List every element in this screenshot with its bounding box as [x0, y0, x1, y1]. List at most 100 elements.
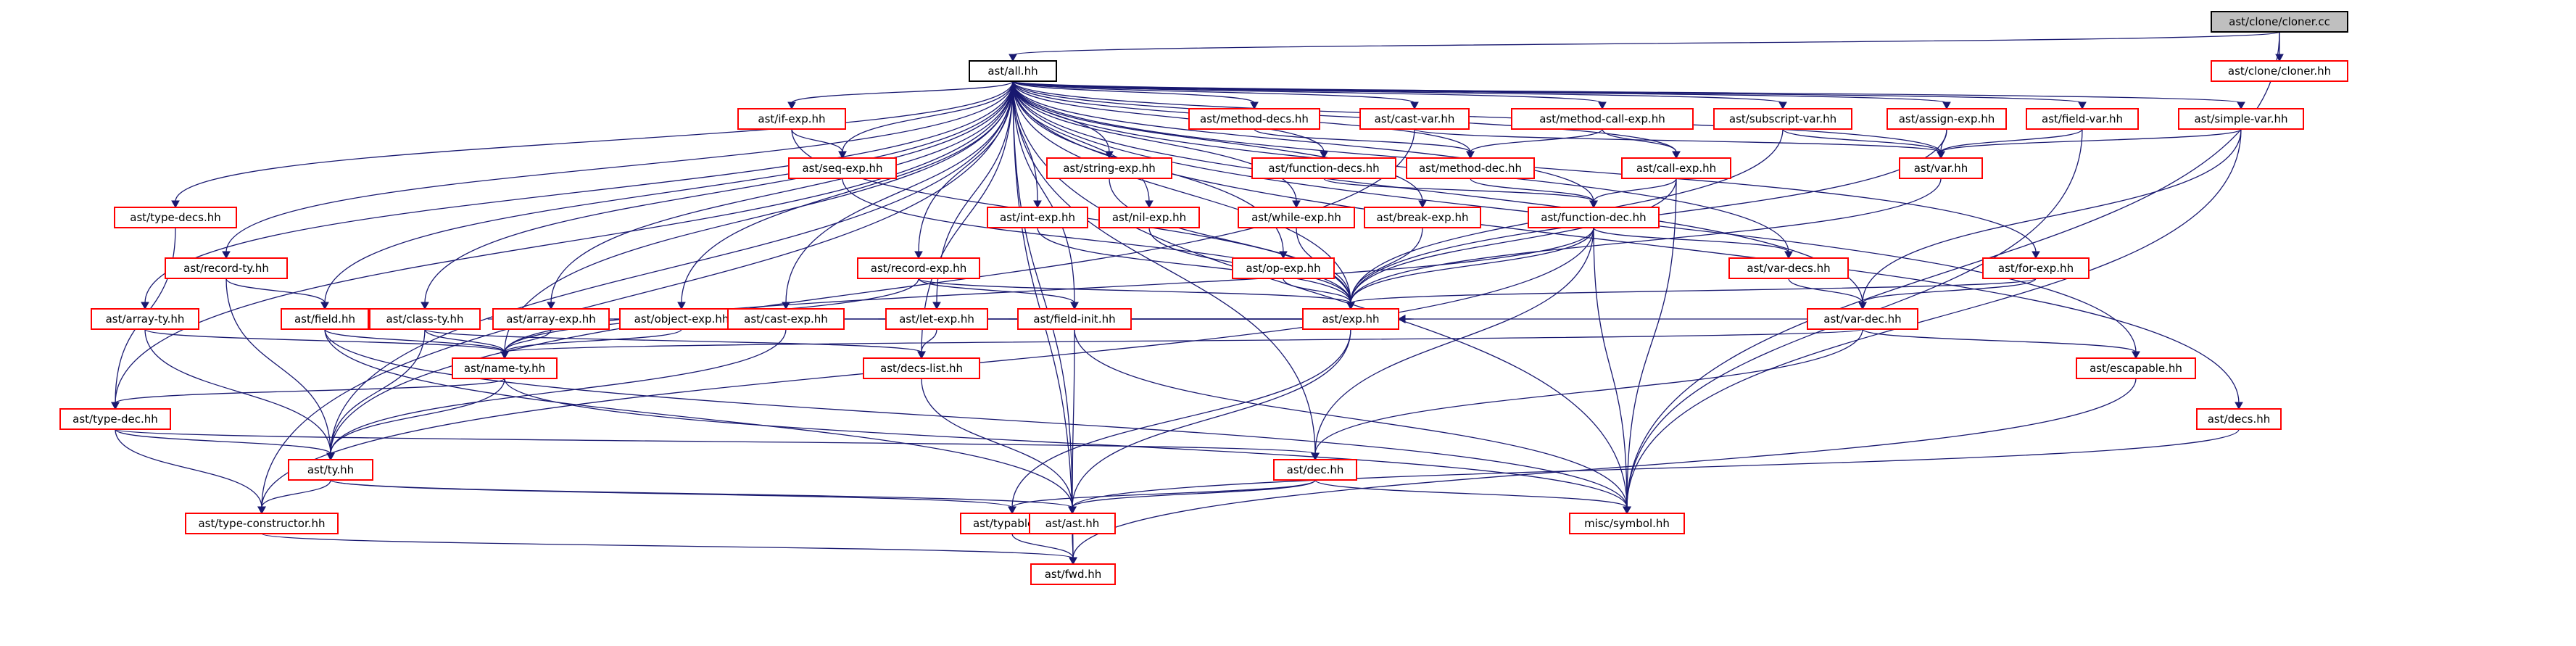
node-typedecs[interactable]: ast/type-decs.hh: [114, 207, 237, 228]
node-label: ast/clone/cloner.cc: [2229, 15, 2330, 28]
node-label: ast/type-constructor.hh: [198, 517, 325, 530]
edge-all-to-typeconstructor: [257, 80, 1014, 515]
node-fieldvar[interactable]: ast/field-var.hh: [2026, 108, 2139, 130]
node-decs[interactable]: ast/decs.hh: [2196, 408, 2282, 430]
node-fwd[interactable]: ast/fwd.hh: [1030, 563, 1116, 585]
edge-all-to-castvar: [1012, 80, 1419, 110]
node-label: misc/symbol.hh: [1584, 517, 1670, 530]
node-var[interactable]: ast/var.hh: [1899, 157, 1983, 179]
node-namety[interactable]: ast/name-ty.hh: [452, 357, 558, 379]
node-label: ast/var-decs.hh: [1747, 262, 1830, 275]
node-assign[interactable]: ast/assign-exp.hh: [1887, 108, 2007, 130]
node-seqexp[interactable]: ast/seq-exp.hh: [788, 157, 897, 179]
edge-root-to-all: [1009, 31, 2280, 62]
node-vardec[interactable]: ast/var-dec.hh: [1807, 308, 1918, 330]
edge-vardec-to-dec: [1311, 328, 1863, 461]
edge-all-to-functiondecs: [1012, 80, 1328, 160]
node-castexp[interactable]: ast/cast-exp.hh: [727, 308, 845, 330]
edge-ifexp-to-seqexp: [791, 128, 847, 160]
node-forexp[interactable]: ast/for-exp.hh: [1982, 257, 2090, 279]
node-castvar[interactable]: ast/cast-var.hh: [1359, 108, 1470, 130]
node-methoddecs[interactable]: ast/method-decs.hh: [1188, 108, 1320, 130]
node-label: ast/field-var.hh: [2042, 112, 2123, 125]
node-label: ast/function-decs.hh: [1268, 162, 1379, 175]
edge-ast-to-fwd: [1069, 533, 1077, 566]
edge-vardec-to-namety: [500, 328, 1863, 360]
node-typedec[interactable]: ast/type-dec.hh: [59, 408, 171, 430]
node-escapable[interactable]: ast/escapable.hh: [2076, 357, 2196, 379]
edge-functiondec-to-vardecs: [1593, 227, 1793, 260]
node-arrayexp[interactable]: ast/array-exp.hh: [492, 308, 610, 330]
node-label: ast/for-exp.hh: [1998, 262, 2074, 275]
node-label: ast/decs.hh: [2208, 413, 2271, 426]
node-label: ast/simple-var.hh: [2194, 112, 2287, 125]
edge-decslist-to-ast: [921, 378, 1077, 515]
node-label: ast/object-exp.hh: [634, 312, 729, 326]
edge-all-to-breakexp: [1012, 80, 1427, 209]
node-opexp[interactable]: ast/op-exp.hh: [1232, 257, 1335, 279]
node-ty[interactable]: ast/ty.hh: [288, 459, 373, 481]
node-label: ast/nil-exp.hh: [1112, 211, 1186, 224]
node-whileexp[interactable]: ast/while-exp.hh: [1238, 207, 1355, 228]
node-label: ast/string-exp.hh: [1063, 162, 1156, 175]
node-letexp[interactable]: ast/let-exp.hh: [885, 308, 988, 330]
node-exp[interactable]: ast/exp.hh: [1302, 308, 1399, 330]
edge-field-to-symbol: [324, 328, 1631, 515]
node-methodcall[interactable]: ast/method-call-exp.hh: [1511, 108, 1694, 130]
node-dec[interactable]: ast/dec.hh: [1273, 459, 1357, 481]
node-nilexp[interactable]: ast/nil-exp.hh: [1098, 207, 1200, 228]
node-subscript[interactable]: ast/subscript-var.hh: [1713, 108, 1852, 130]
edge-all-to-ast: [1012, 80, 1077, 515]
node-decslist[interactable]: ast/decs-list.hh: [863, 357, 980, 379]
node-label: ast/int-exp.hh: [1000, 211, 1075, 224]
edge-forexp-to-exp: [1346, 278, 2037, 310]
node-layer: ast/clone/cloner.cc ast/all.hh ast/clone/c…: [59, 11, 2348, 585]
node-label: ast/method-dec.hh: [1419, 162, 1522, 175]
edge-fieldinit-to-symbol: [1074, 328, 1631, 515]
node-breakexp[interactable]: ast/break-exp.hh: [1364, 207, 1481, 228]
node-label: ast/dec.hh: [1287, 463, 1344, 476]
node-objectexp[interactable]: ast/object-exp.hh: [619, 308, 744, 330]
node-callexp[interactable]: ast/call-exp.hh: [1621, 157, 1731, 179]
node-label: ast/subscript-var.hh: [1729, 112, 1836, 125]
node-label: ast/field.hh: [294, 312, 355, 326]
edge-recordty-to-ty: [225, 278, 335, 461]
edge-typeconstructor-to-fwd: [261, 533, 1077, 566]
edge-all-to-classty: [421, 80, 1014, 310]
node-label: ast/var-dec.hh: [1823, 312, 1901, 326]
edge-fieldinit-to-ast: [1068, 328, 1077, 515]
edge-forexp-to-vardec: [1858, 278, 2037, 310]
node-label: ast/record-exp.hh: [871, 262, 966, 275]
edge-all-to-methodcall: [1012, 80, 1607, 110]
node-methoddec[interactable]: ast/method-dec.hh: [1406, 157, 1535, 179]
node-typeconstructor[interactable]: ast/type-constructor.hh: [185, 513, 339, 534]
node-recordty[interactable]: ast/record-ty.hh: [165, 257, 288, 279]
edge-typedec-to-typeconstructor: [115, 428, 266, 515]
node-ast[interactable]: ast/ast.hh: [1029, 513, 1116, 534]
node-functiondec[interactable]: ast/function-dec.hh: [1528, 207, 1660, 228]
node-symbol[interactable]: misc/symbol.hh: [1569, 513, 1685, 534]
node-cloner[interactable]: ast/clone/cloner.hh: [2211, 60, 2348, 82]
node-all[interactable]: ast/all.hh: [969, 60, 1057, 82]
node-recordexp[interactable]: ast/record-exp.hh: [857, 257, 980, 279]
edge-typedec-to-ty: [115, 428, 335, 461]
node-arrayty[interactable]: ast/array-ty.hh: [91, 308, 199, 330]
edge-dec-to-typable: [1008, 479, 1316, 515]
node-vardecs[interactable]: ast/var-decs.hh: [1728, 257, 1849, 279]
edge-namety-to-typedec: [111, 378, 505, 410]
edge-all-to-decs: [1012, 80, 2243, 410]
node-functiondecs[interactable]: ast/function-decs.hh: [1251, 157, 1396, 179]
node-stringexp[interactable]: ast/string-exp.hh: [1046, 157, 1172, 179]
node-classty[interactable]: ast/class-ty.hh: [369, 308, 481, 330]
edge-all-to-recordexp: [914, 80, 1014, 260]
edge-all-to-typedecs: [171, 80, 1014, 209]
node-label: ast/escapable.hh: [2090, 362, 2182, 375]
edge-vardec-to-escapable: [1862, 328, 2140, 360]
edge-letexp-to-decslist: [917, 328, 937, 360]
node-field[interactable]: ast/field.hh: [281, 308, 369, 330]
node-label: ast/cast-exp.hh: [744, 312, 828, 326]
node-fieldinit[interactable]: ast/field-init.hh: [1017, 308, 1132, 330]
node-intexp[interactable]: ast/int-exp.hh: [987, 207, 1088, 228]
node-ifexp[interactable]: ast/if-exp.hh: [737, 108, 846, 130]
node-simplevar[interactable]: ast/simple-var.hh: [2178, 108, 2304, 130]
